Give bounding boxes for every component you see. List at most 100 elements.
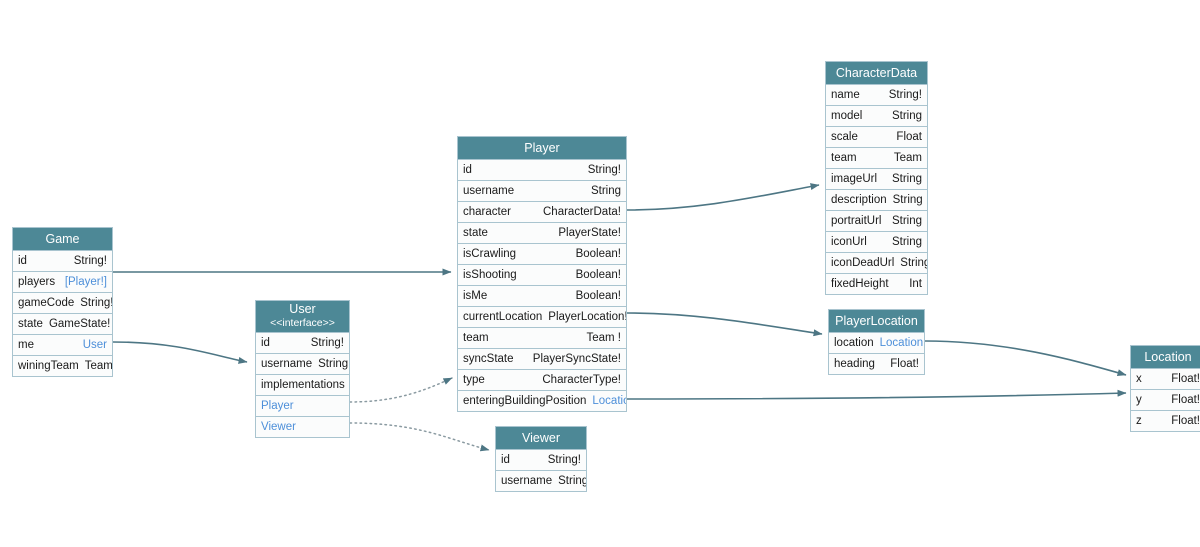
implementations-label-row: implementations — [256, 374, 349, 395]
field-row[interactable]: type CharacterType! — [458, 369, 626, 390]
field-type[interactable]: [Player!] — [64, 276, 107, 288]
field-row[interactable]: isShooting Boolean! — [458, 264, 626, 285]
field-row[interactable]: iconUrl String — [826, 231, 927, 252]
entity-location[interactable]: Location x Float! y Float! z Float! — [1130, 345, 1200, 432]
field-row[interactable]: winingTeam Team — [13, 355, 112, 376]
field-row[interactable]: portraitUrl String — [826, 210, 927, 231]
field-name: isCrawling — [463, 248, 517, 260]
entity-user-stereotype: <<interface>> — [270, 317, 335, 329]
field-row[interactable]: y Float! — [1131, 389, 1200, 410]
field-row[interactable]: id String! — [496, 449, 586, 470]
field-row[interactable]: isCrawling Boolean! — [458, 243, 626, 264]
field-type: String! — [888, 89, 922, 101]
field-type: String! — [310, 337, 344, 349]
field-name: z — [1136, 415, 1142, 427]
field-name: description — [831, 194, 887, 206]
entity-playerlocation[interactable]: PlayerLocation location Location! headin… — [828, 309, 925, 375]
implementation-row-player[interactable]: Player — [256, 395, 349, 416]
field-name: state — [463, 227, 488, 239]
field-name: id — [261, 337, 270, 349]
field-row[interactable]: currentLocation PlayerLocation! — [458, 306, 626, 327]
field-type: String — [892, 194, 923, 206]
field-row[interactable]: character CharacterData! — [458, 201, 626, 222]
field-name: id — [463, 164, 472, 176]
entity-user[interactable]: User <<interface>> id String! username S… — [255, 300, 350, 438]
field-row[interactable]: scale Float — [826, 126, 927, 147]
field-type: String — [891, 110, 922, 122]
field-row[interactable]: id String! — [13, 250, 112, 271]
field-type: Boolean! — [575, 248, 621, 260]
entity-viewer[interactable]: Viewer id String! username String — [495, 426, 587, 492]
implementation-name: Player — [261, 400, 294, 412]
edge-player-enteringbuildingposition-to-location — [626, 389, 1127, 400]
field-name: id — [18, 255, 27, 267]
field-name: scale — [831, 131, 858, 143]
field-row[interactable]: x Float! — [1131, 368, 1200, 389]
field-row[interactable]: team Team — [826, 147, 927, 168]
field-row[interactable]: imageUrl String — [826, 168, 927, 189]
field-name: heading — [834, 358, 875, 370]
field-row[interactable]: isMe Boolean! — [458, 285, 626, 306]
field-type[interactable]: CharacterData! — [537, 206, 621, 218]
field-row[interactable]: syncState PlayerSyncState! — [458, 348, 626, 369]
edge-playerlocation-location-to-location — [924, 340, 1127, 377]
field-row[interactable]: fixedHeight Int — [826, 273, 927, 294]
field-type-nonnull: ! — [624, 311, 626, 323]
field-row[interactable]: model String — [826, 105, 927, 126]
field-name: type — [463, 374, 485, 386]
field-name: username — [463, 185, 515, 197]
field-name: character — [463, 206, 511, 218]
field-row[interactable]: iconDeadUrl String — [826, 252, 927, 273]
field-row[interactable]: description String — [826, 189, 927, 210]
field-type: Float! — [1171, 394, 1200, 406]
field-type[interactable]: User — [82, 339, 107, 351]
edge-player-currentlocation-to-playerlocation — [626, 312, 823, 337]
field-row[interactable]: username String — [256, 353, 349, 374]
field-row[interactable]: gameCode String! — [13, 292, 112, 313]
field-row[interactable]: me User — [13, 334, 112, 355]
entity-viewer-header: Viewer — [496, 427, 586, 449]
field-row[interactable]: enteringBuildingPosition Location — [458, 390, 626, 411]
field-type: Boolean! — [575, 269, 621, 281]
field-row[interactable]: team Team ! — [458, 327, 626, 348]
field-row[interactable]: players [Player!] — [13, 271, 112, 292]
field-type[interactable]: Location! — [879, 337, 924, 349]
field-type: String — [900, 257, 927, 269]
entity-player[interactable]: Player id String! username String charac… — [457, 136, 627, 412]
field-type: String — [891, 173, 922, 185]
field-type[interactable]: PlayerLocation! — [542, 311, 626, 323]
entity-game[interactable]: Game id String! players [Player!] gameCo… — [12, 227, 113, 377]
field-type-link[interactable]: CharacterData — [543, 206, 618, 218]
entity-playerlocation-header: PlayerLocation — [829, 310, 924, 332]
field-type: CharacterType! — [542, 374, 621, 386]
field-type: Float — [896, 131, 922, 143]
field-row[interactable]: id String! — [458, 159, 626, 180]
field-type[interactable]: Location — [592, 395, 626, 407]
field-row[interactable]: state GameState! — [13, 313, 112, 334]
entity-user-header: User <<interface>> — [256, 301, 349, 332]
field-type: String — [590, 185, 621, 197]
field-name: winingTeam — [18, 360, 79, 372]
field-row[interactable]: username String — [458, 180, 626, 201]
field-row[interactable]: heading Float! — [829, 353, 924, 374]
field-name: location — [834, 337, 874, 349]
entity-location-header: Location — [1131, 346, 1200, 368]
field-type: String! — [547, 454, 581, 466]
field-type: String — [891, 236, 922, 248]
edge-user-implements-viewer — [349, 422, 490, 452]
edge-user-implements-player — [349, 377, 453, 403]
field-name: team — [463, 332, 489, 344]
entity-characterdata[interactable]: CharacterData name String! model String … — [825, 61, 928, 295]
field-row[interactable]: name String! — [826, 84, 927, 105]
field-type-link[interactable]: PlayerLocation — [548, 311, 625, 323]
field-row[interactable]: state PlayerState! — [458, 222, 626, 243]
field-name: team — [831, 152, 857, 164]
field-name: currentLocation — [463, 311, 543, 323]
field-type: String — [891, 215, 922, 227]
field-row[interactable]: location Location! — [829, 332, 924, 353]
field-row[interactable]: z Float! — [1131, 410, 1200, 431]
field-row[interactable]: username String — [496, 470, 586, 491]
implementation-row-viewer[interactable]: Viewer — [256, 416, 349, 437]
field-row[interactable]: id String! — [256, 332, 349, 353]
